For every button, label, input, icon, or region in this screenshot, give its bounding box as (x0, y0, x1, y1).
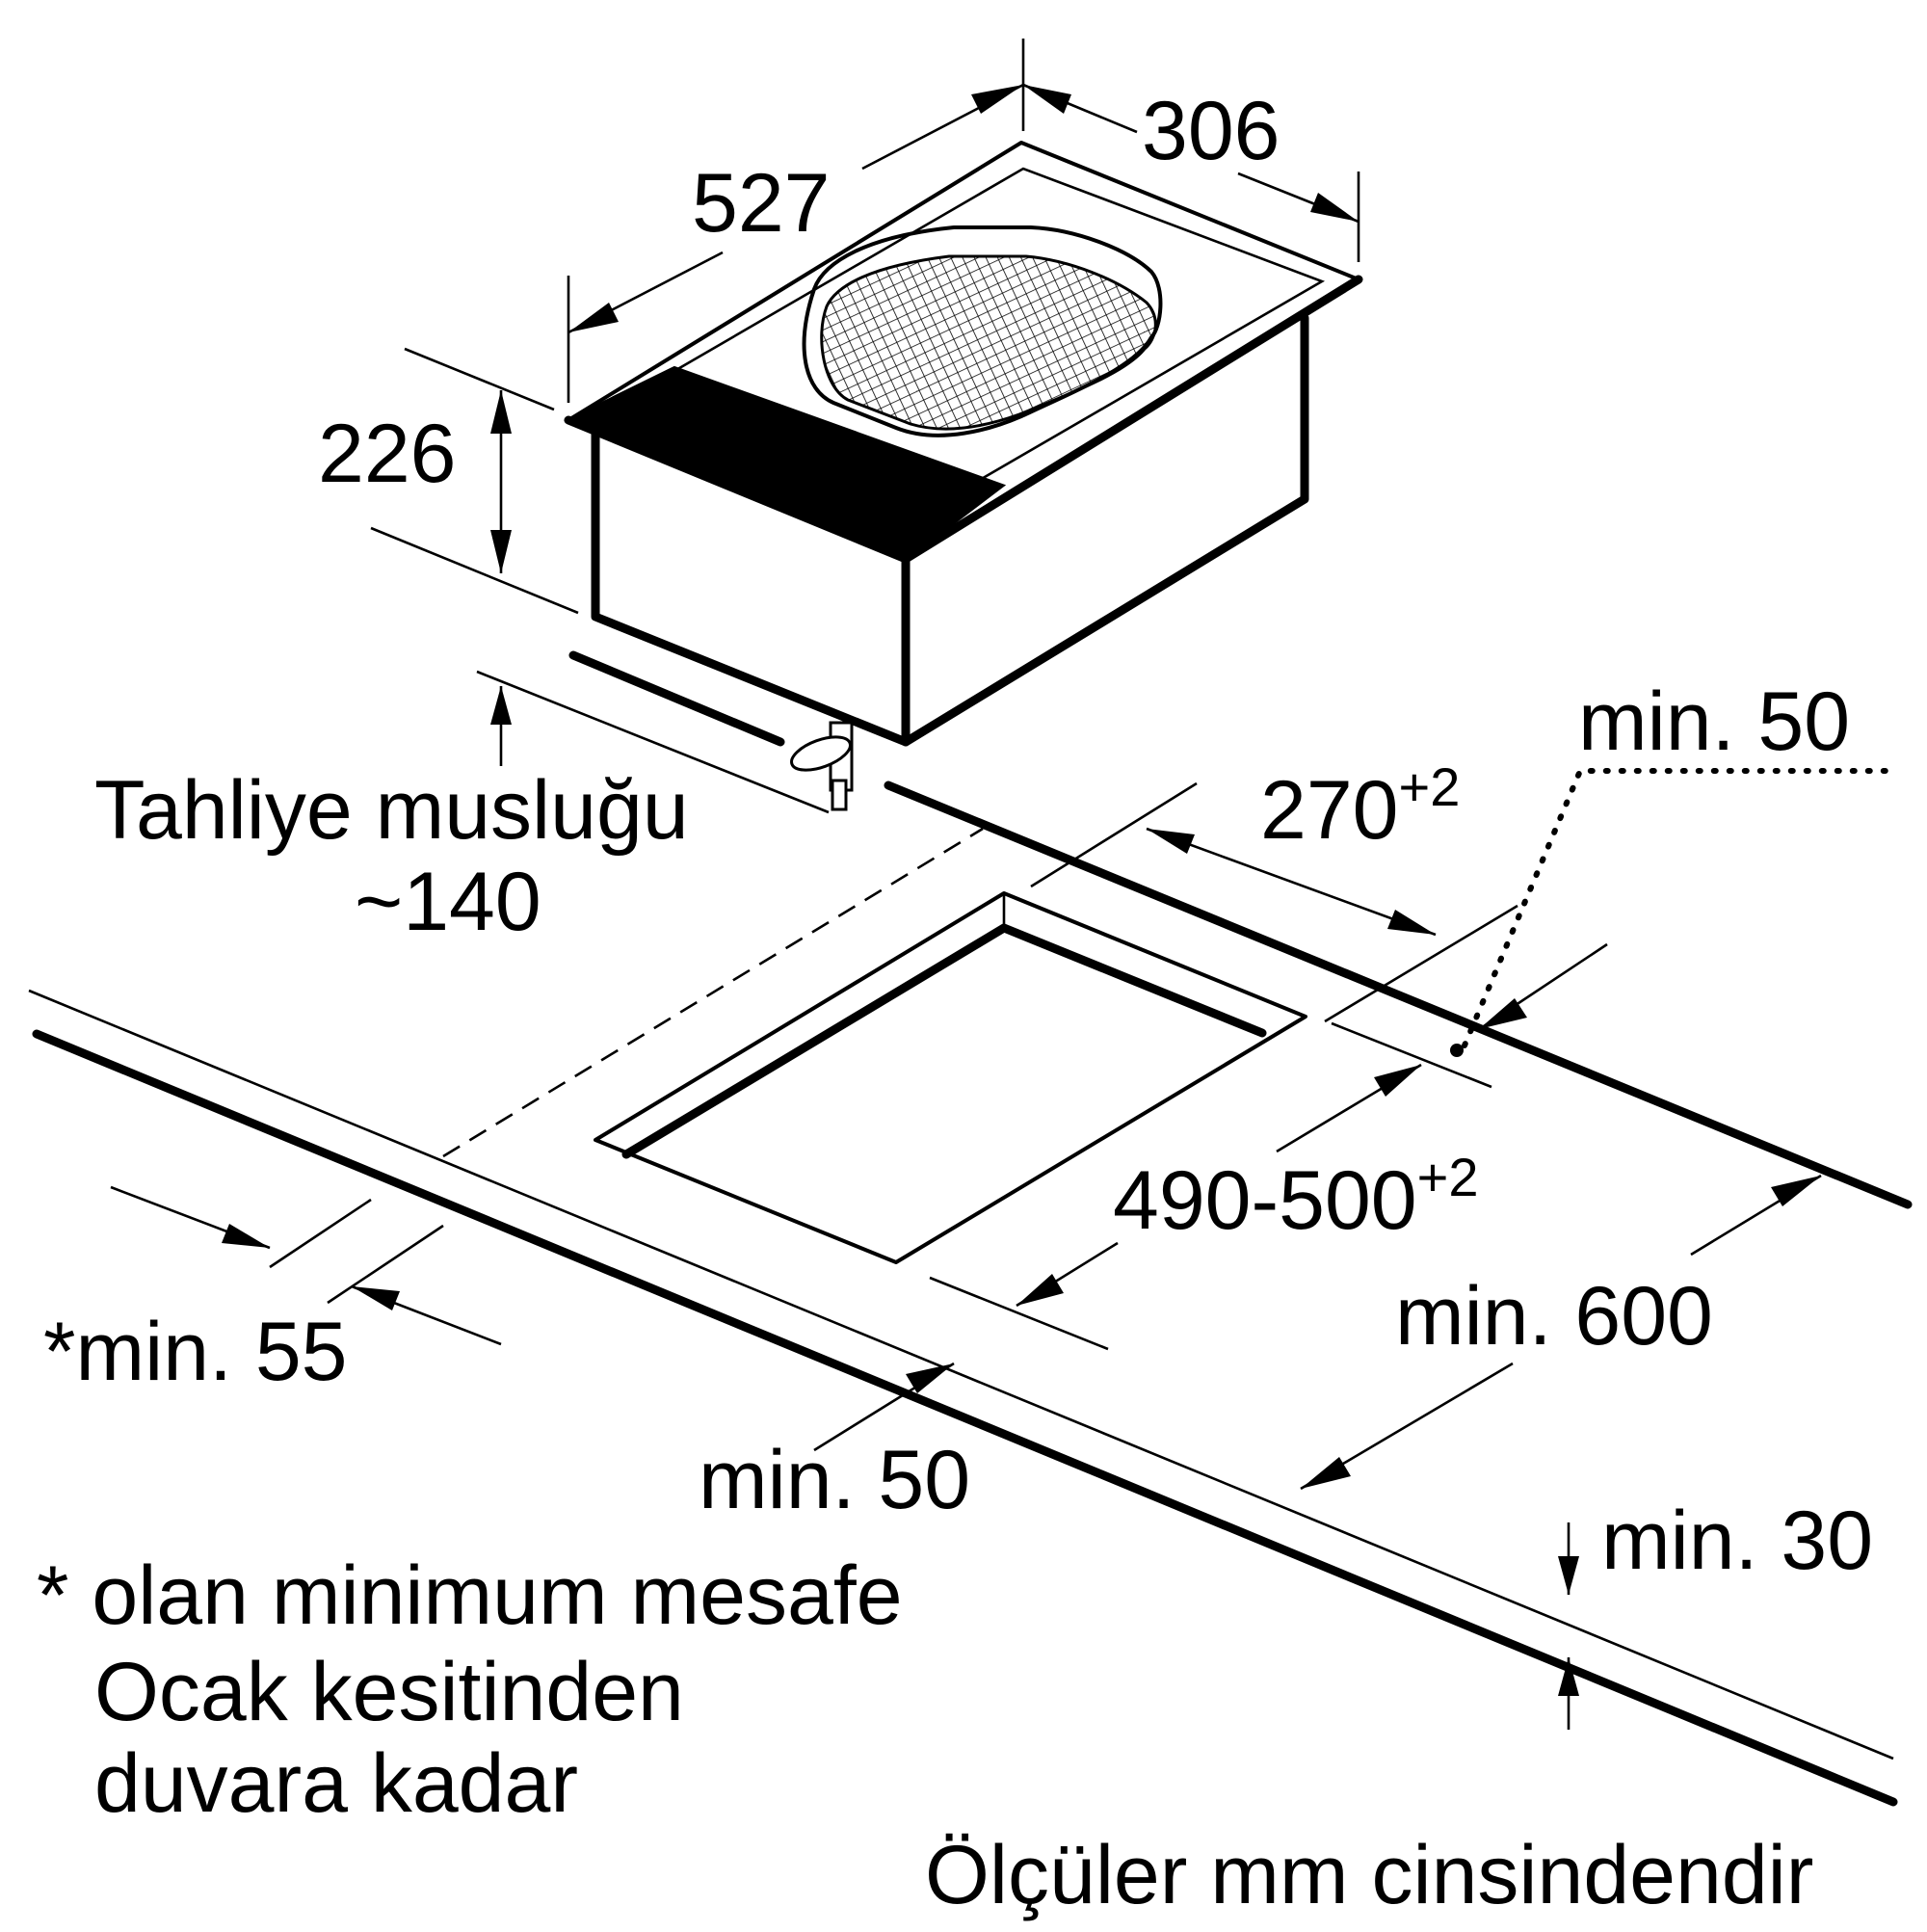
fryer-body-front (591, 427, 911, 747)
cutout-outline (594, 891, 1307, 1264)
worktop-back-edge (884, 781, 1913, 1209)
min50-bottom-label: min. 50 (699, 1434, 970, 1526)
labels: 306 527 226 Tahliye musluğu ~140 270+2 m… (37, 85, 1873, 1921)
worktop-front-bottom (32, 1029, 1898, 1807)
fryer-right-edge (901, 275, 1363, 564)
dim-270-label: 270+2 (1260, 756, 1460, 857)
dim-306-label: 306 (1142, 85, 1280, 177)
dim-527-label: 527 (692, 157, 831, 250)
note-line-3: duvara kadar (94, 1737, 578, 1830)
units-note: Ölçüler mm cinsindendir (925, 1829, 1813, 1921)
note-line-2: Ocak kesitinden (94, 1646, 684, 1738)
hob-edge-dashed (442, 827, 984, 1158)
fryer-dimensions (370, 39, 1360, 814)
drain-tap-icon (790, 721, 854, 811)
cutout (594, 891, 1307, 1264)
worktop-front-top (28, 989, 1894, 1760)
min50-top-label: min. 50 (1578, 675, 1850, 768)
worktop-dimensions (110, 768, 1896, 1730)
min30-label: min. 30 (1601, 1495, 1873, 1587)
fryer-appliance (564, 141, 1363, 811)
fryer-basket (820, 254, 1157, 431)
dim-226-label: 226 (318, 408, 457, 500)
dim-490-500-label: 490-500+2 (1113, 1147, 1478, 1247)
note-line-1: * olan minimum mesafe (37, 1549, 903, 1642)
fryer-body-side (901, 313, 1309, 747)
worktop (28, 781, 1913, 1807)
drain-height-label: ~140 (355, 856, 541, 948)
drain-tap-label: Tahliye musluğu (94, 764, 689, 857)
min600-label: min. 600 (1395, 1270, 1713, 1363)
fryer-front-edge (564, 415, 911, 564)
min55-label: *min. 55 (43, 1306, 348, 1398)
min50-dotted-leader (1462, 768, 1896, 1048)
